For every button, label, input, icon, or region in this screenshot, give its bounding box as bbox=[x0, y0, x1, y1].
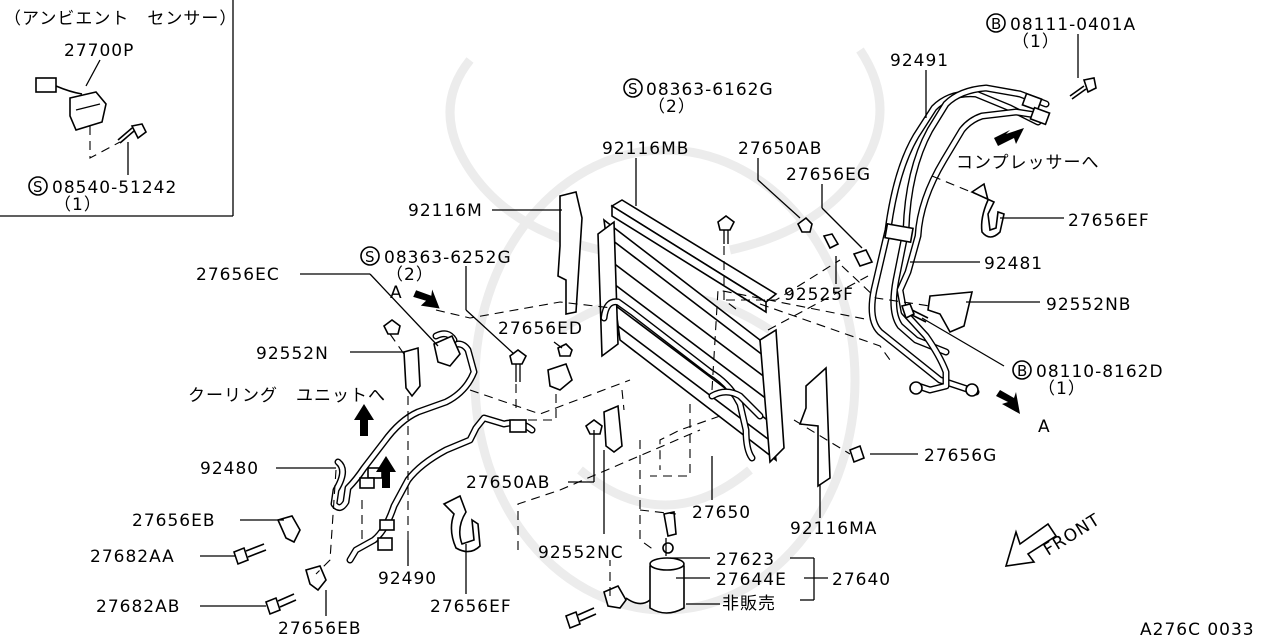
qty-08363-6162G: （2） bbox=[648, 97, 696, 117]
label-27656G: 27656G bbox=[924, 446, 997, 466]
bracket-92552NC bbox=[603, 404, 623, 453]
svg-text:B: B bbox=[991, 15, 1002, 33]
inset-screw-label: 08540-51242 bbox=[52, 178, 177, 198]
label-27650AB-top: 27650AB bbox=[738, 139, 822, 159]
bolt-icon bbox=[717, 215, 736, 244]
bracket-92116M bbox=[557, 191, 583, 315]
label-92525F: 92525F bbox=[784, 285, 854, 305]
label-92552N: 92552N bbox=[256, 344, 329, 364]
bracket-92116MA bbox=[798, 366, 831, 488]
clip-27656EG-icon bbox=[822, 233, 840, 250]
label-mark-a-right: A bbox=[1038, 417, 1051, 437]
condenser-27650 bbox=[597, 199, 785, 464]
clip-92525F-icon bbox=[852, 249, 874, 267]
bolt-27682AB-icon bbox=[265, 593, 297, 616]
callout-08110-8162D: B 08110-8162D （1） bbox=[1012, 360, 1164, 399]
ambient-sensor-icon bbox=[35, 77, 107, 131]
label-27682AA: 27682AA bbox=[90, 547, 175, 567]
label-to-cooling-unit: クーリング ユニットへ bbox=[188, 386, 386, 406]
label-27640: 27640 bbox=[832, 570, 891, 590]
label-92480: 92480 bbox=[200, 459, 259, 479]
qty-08110-8162D: （1） bbox=[1038, 379, 1086, 399]
bracket-92552N bbox=[403, 346, 421, 398]
label-27656EB-lower: 27656EB bbox=[278, 619, 361, 639]
callout-08111-0401A: B 08111-0401A （1） bbox=[986, 13, 1136, 52]
label-27623: 27623 bbox=[716, 550, 775, 570]
direction-arrows bbox=[354, 128, 1024, 488]
label-front: FRONT bbox=[1040, 510, 1104, 560]
svg-text:B: B bbox=[1017, 362, 1028, 380]
label-27650AB-mid: 27650AB bbox=[466, 473, 550, 493]
front-arrow-icon bbox=[1004, 522, 1058, 567]
bolt-icon bbox=[509, 349, 528, 382]
bolt-27682AA-icon bbox=[233, 543, 267, 566]
label-27656EF-bottom: 27656EF bbox=[430, 597, 512, 617]
label-92116M: 92116M bbox=[408, 201, 483, 221]
clip-27656EF-bottom bbox=[442, 494, 481, 553]
label-27656EG: 27656EG bbox=[786, 165, 871, 185]
label-mark-a-left: A bbox=[390, 283, 403, 303]
label-27656EC: 27656EC bbox=[196, 265, 280, 285]
label-08363-6252G: 08363-6252G bbox=[384, 248, 512, 268]
clip-27656ED bbox=[547, 362, 573, 391]
svg-text:S: S bbox=[628, 80, 639, 98]
pipe-92491 bbox=[868, 84, 1051, 397]
bolt-icon bbox=[900, 303, 929, 323]
inset-title: （アンビエント センサー） bbox=[4, 9, 237, 29]
screw-icon bbox=[117, 123, 148, 144]
qty-08111-0401A: （1） bbox=[1012, 32, 1060, 52]
nut-27650AB-icon bbox=[796, 216, 813, 233]
label-08110-8162D: 08110-8162D bbox=[1036, 362, 1164, 382]
clip-27656EB-lower bbox=[305, 565, 327, 592]
label-figure-code: A276C 0033 bbox=[1140, 620, 1255, 639]
pipe-92490 bbox=[346, 414, 536, 564]
svg-text:S: S bbox=[365, 248, 376, 266]
label-27644E: 27644E bbox=[716, 570, 787, 590]
screw-prefix-circle bbox=[28, 176, 48, 196]
label-27650: 27650 bbox=[692, 503, 751, 523]
label-92552NC: 92552NC bbox=[538, 543, 624, 563]
bolt-icon bbox=[565, 607, 597, 630]
label-92116MB: 92116MB bbox=[602, 139, 689, 159]
qty-08363-6252G: （2） bbox=[386, 265, 434, 285]
label-not-for-sale: 非販売 bbox=[722, 594, 776, 614]
assembly-lines bbox=[315, 175, 977, 596]
clip-27656G-icon bbox=[849, 444, 865, 464]
svg-text:S: S bbox=[33, 178, 44, 196]
inset-part-label: 27700P bbox=[64, 41, 134, 61]
receiver-drier-27640 bbox=[603, 511, 685, 614]
label-08363-6162G: 08363-6162G bbox=[646, 80, 774, 100]
label-to-compressor: コンプレッサーへ bbox=[956, 153, 1100, 173]
leader-lines bbox=[200, 34, 1079, 616]
label-92552NB: 92552NB bbox=[1046, 295, 1131, 315]
callout-08363-6162G: S 08363-6162G （2） bbox=[623, 78, 774, 117]
label-92481: 92481 bbox=[984, 254, 1043, 274]
label-27656ED: 27656ED bbox=[498, 319, 583, 339]
label-92491: 92491 bbox=[890, 51, 949, 71]
clip-27656EC bbox=[433, 334, 461, 367]
inset-ambient-sensor: （アンビエント センサー） 27700P S 08540-51242 （1） bbox=[0, 0, 237, 217]
nut-icon bbox=[382, 319, 401, 335]
inset-screw-qty: （1） bbox=[54, 195, 102, 215]
label-08111-0401A: 08111-0401A bbox=[1010, 15, 1136, 35]
label-27682AB: 27682AB bbox=[96, 597, 180, 617]
callout-08363-6252G: S 08363-6252G （2） bbox=[360, 246, 512, 285]
label-92490: 92490 bbox=[378, 569, 437, 589]
bolt-icon bbox=[1069, 77, 1097, 100]
clip-27656EB-upper bbox=[276, 515, 301, 544]
label-92116MA: 92116MA bbox=[790, 519, 877, 539]
label-27656EF-top: 27656EF bbox=[1068, 211, 1150, 231]
label-27656EB-upper: 27656EB bbox=[132, 511, 215, 531]
bracket-92552NB bbox=[927, 291, 974, 334]
clip-27656EF-top bbox=[970, 182, 1005, 238]
nut-27650AB-mid bbox=[584, 419, 603, 435]
